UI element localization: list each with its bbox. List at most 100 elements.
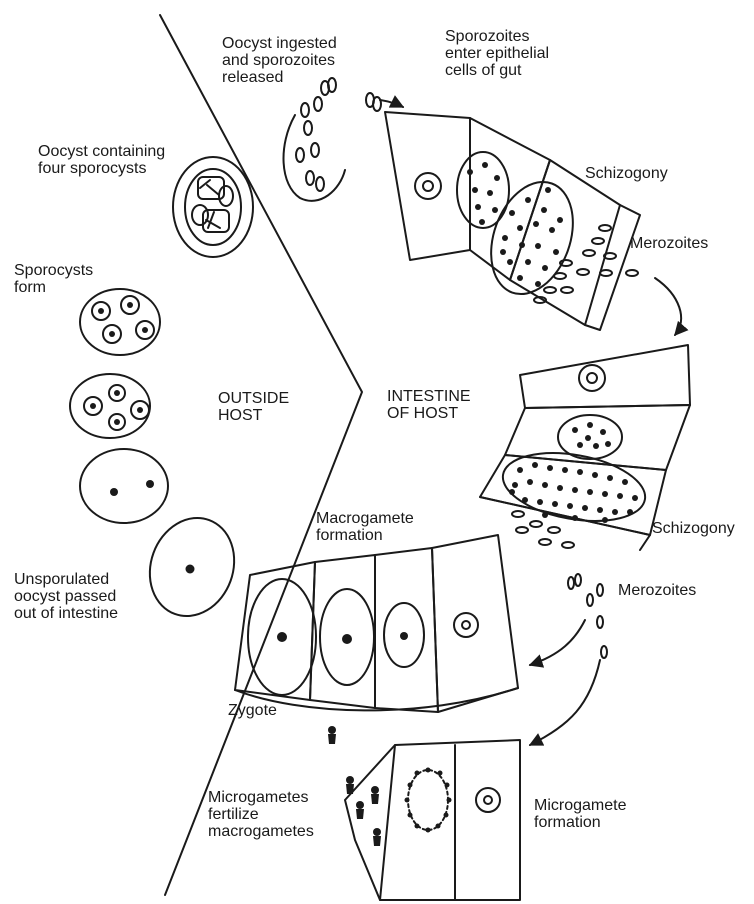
nucleus-dot <box>597 507 603 513</box>
nucleus-dot <box>535 243 541 249</box>
nucleus-dot <box>502 235 508 241</box>
nucleus-dot <box>525 259 531 265</box>
nucleus-dot <box>522 497 528 503</box>
nucleus-dot <box>622 479 628 485</box>
label-merozoites-2: Merozoites <box>618 582 696 599</box>
ruptured-oocyst-wall <box>284 115 345 201</box>
nucleus-dot <box>146 480 154 488</box>
label-microgametes-fertilize: Microgametes fertilize macrogametes <box>208 789 314 840</box>
arrow-to-epithelium <box>380 100 403 107</box>
nucleus-dot <box>472 187 478 193</box>
nucleus-dot <box>444 813 449 818</box>
label-outside-host: OUTSIDE HOST <box>218 390 289 424</box>
nucleus-dot <box>545 187 551 193</box>
nucleus-dot <box>582 505 588 511</box>
nucleus-dot <box>426 768 431 773</box>
nucleus-dot <box>562 467 568 473</box>
nucleus-dot <box>142 327 148 333</box>
nucleus-dot <box>447 798 452 803</box>
label-merozoites-1: Merozoites <box>630 235 708 252</box>
nucleus-dot <box>426 828 431 833</box>
nucleus-dot <box>110 488 118 496</box>
nucleus-dot <box>482 162 488 168</box>
label-oocyst-four-sporocysts: Oocyst containing four sporocysts <box>38 143 165 177</box>
label-microgamete-formation: Microgamete formation <box>534 797 626 831</box>
arrow-to-block-2 <box>655 278 681 335</box>
nucleus-dot <box>532 462 538 468</box>
label-schizogony-2: Schizogony <box>652 520 735 537</box>
nucleus-dot <box>572 427 578 433</box>
nucleus-dot <box>492 207 498 213</box>
nucleus-dot <box>494 175 500 181</box>
nucleus-dot <box>114 390 120 396</box>
nucleus-dot <box>572 487 578 493</box>
nucleus-dot <box>577 469 583 475</box>
nucleus-dot <box>542 482 548 488</box>
nucleus-dot <box>277 632 287 642</box>
sporozoites-released <box>296 78 381 191</box>
two-nuclei-oocyst <box>80 449 168 523</box>
nucleus-dot <box>109 331 115 337</box>
nucleus-dot <box>549 227 555 233</box>
nucleus-dot <box>127 302 133 308</box>
oocyst-four-sporocysts <box>173 157 253 257</box>
nucleus-dot <box>186 565 195 574</box>
nucleus-dot <box>553 249 559 255</box>
nucleus-dot <box>632 495 638 501</box>
nucleus-dot <box>587 489 593 495</box>
nucleus-dot <box>602 517 608 523</box>
nucleus-dot <box>509 210 515 216</box>
nucleus-dot <box>557 485 563 491</box>
nucleus-dot <box>517 467 523 473</box>
microgamete-cells <box>345 740 520 900</box>
nucleus-dot <box>602 491 608 497</box>
nuclei-dots <box>90 162 638 833</box>
nucleus-dot <box>525 197 531 203</box>
nucleus-dot <box>527 479 533 485</box>
label-unsporulated-oocyst: Unsporulated oocyst passed out of intest… <box>14 571 118 622</box>
nucleus-dot <box>436 824 441 829</box>
sporocysts-form-oocyst <box>80 289 160 355</box>
nucleus-dot <box>535 281 541 287</box>
nucleus-dot <box>587 422 593 428</box>
nucleus-dot <box>519 242 525 248</box>
label-sporozoites-enter: Sporozoites enter epithelial cells of gu… <box>445 28 549 79</box>
nucleus-dot <box>408 813 413 818</box>
epithelial-cells-block-1 <box>385 112 640 330</box>
nucleus-dot <box>577 442 583 448</box>
nucleus-dot <box>467 169 473 175</box>
nucleus-dot <box>342 634 352 644</box>
nucleus-dot <box>572 515 578 521</box>
nucleus-dot <box>98 308 104 314</box>
nucleus-dot <box>415 824 420 829</box>
label-oocyst-ingested: Oocyst ingested and sporozoites released <box>222 35 337 86</box>
nucleus-dot <box>617 493 623 499</box>
nucleus-dot <box>507 259 513 265</box>
nucleus-dot <box>438 771 443 776</box>
nucleus-dot <box>517 275 523 281</box>
nucleus-dot <box>605 441 611 447</box>
nucleus-dot <box>585 435 591 441</box>
nucleus-dot <box>607 475 613 481</box>
nucleus-dot <box>557 217 563 223</box>
nucleus-dot <box>567 503 573 509</box>
nucleus-dot <box>537 499 543 505</box>
microgametes-icons <box>328 726 381 846</box>
label-zygote: Zygote <box>228 702 277 719</box>
nucleus-dot <box>137 407 143 413</box>
nucleus-dot <box>600 429 606 435</box>
label-macrogamete-formation: Macrogamete formation <box>316 510 414 544</box>
nucleus-dot <box>114 419 120 425</box>
nucleus-dot <box>541 207 547 213</box>
nucleus-dot <box>517 225 523 231</box>
merozoites-released-2 <box>512 511 607 658</box>
label-intestine-of-host: INTESTINE OF HOST <box>387 388 471 422</box>
nucleus-dot <box>542 265 548 271</box>
macrogamete-cells <box>235 535 518 712</box>
nucleus-dot <box>500 249 506 255</box>
label-schizogony-1: Schizogony <box>585 165 668 182</box>
nucleus-dot <box>415 771 420 776</box>
nucleus-dot <box>593 443 599 449</box>
